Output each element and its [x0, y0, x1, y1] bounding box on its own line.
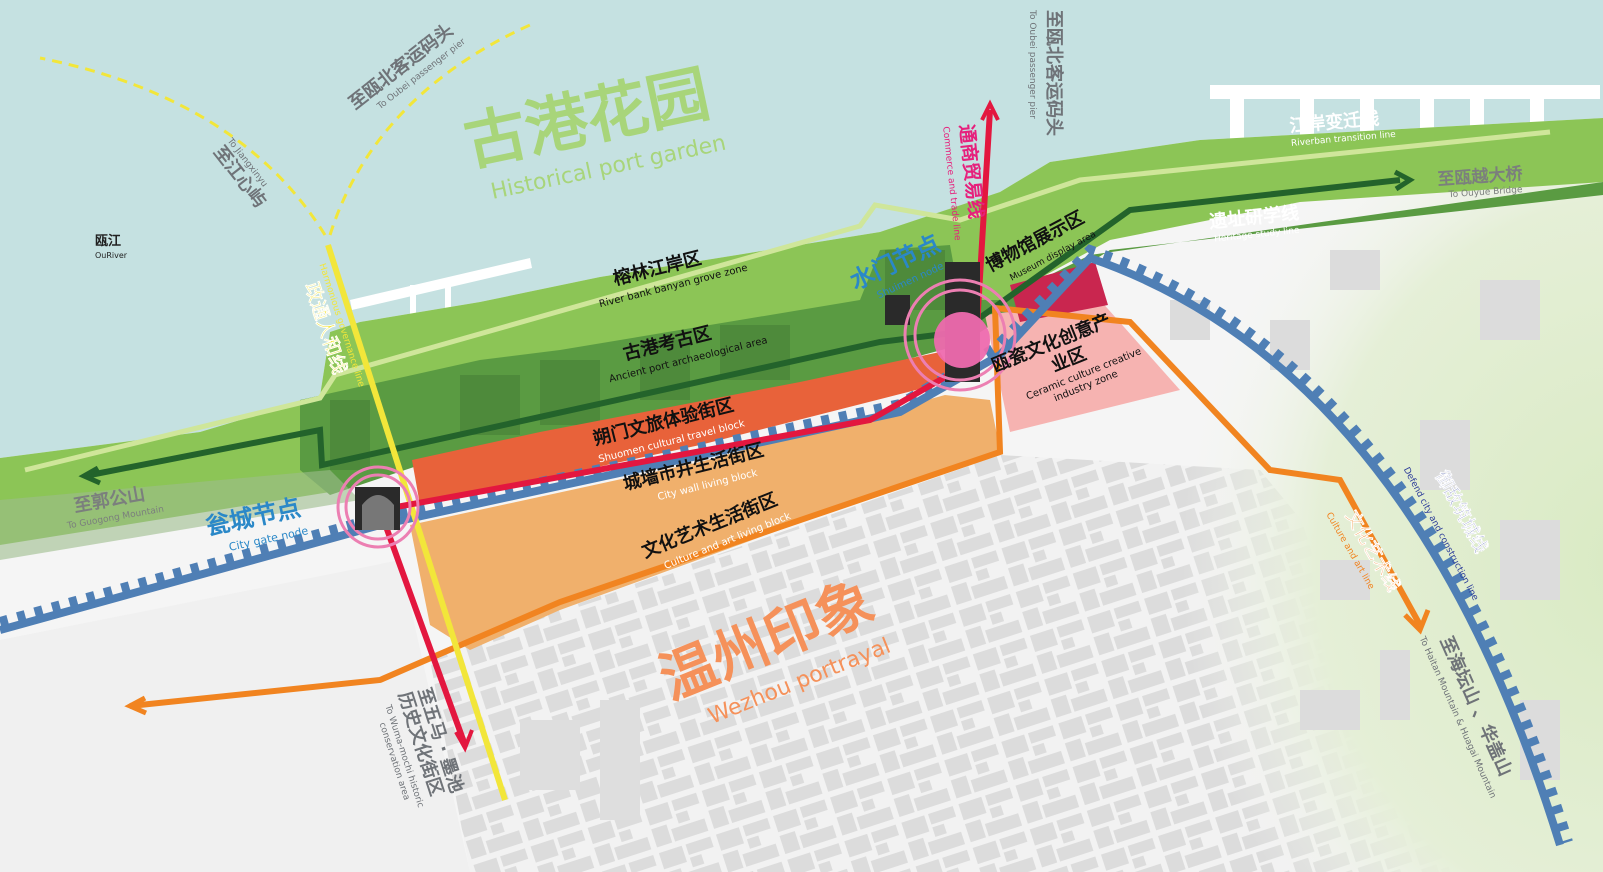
- green-fade-west: [0, 470, 360, 560]
- arrow-head-icon: [980, 99, 1000, 121]
- map-label-text: 瓯江: [95, 233, 121, 249]
- arrow-head-icon: [454, 729, 474, 753]
- map-label-text: 至瓯北客运码头: [1043, 10, 1065, 136]
- river-label: 瓯江 OuRiver: [95, 233, 128, 260]
- arrow-head-icon: [78, 465, 102, 486]
- dest-ouyue-bridge: 至瓯越大桥 To Ouyue Bridge: [1437, 163, 1524, 200]
- arrow-head-icon: [1403, 609, 1431, 635]
- culture-living-block-area: [410, 395, 1000, 650]
- piers: [350, 85, 1600, 325]
- city-gate-node-marker[interactable]: [336, 465, 420, 549]
- defend-city-line: [0, 244, 1573, 847]
- oubei-pier-route: [328, 23, 531, 236]
- map-label-text: OuRiver: [95, 251, 128, 260]
- heritage-study-line: [84, 177, 1401, 479]
- shuimen-node-marker[interactable]: [885, 262, 1017, 392]
- riverbank-transition-line: [24, 129, 1551, 473]
- arrow-head-icon: [1393, 169, 1415, 192]
- harmonious-governance-line: [325, 244, 508, 801]
- west-building: [520, 720, 580, 790]
- east-buildings: [1170, 250, 1560, 780]
- ceramic-zone-area: [985, 300, 1180, 432]
- shuomen-block-area: [412, 352, 955, 505]
- map-label-text: To Oubei passenger pier: [1027, 9, 1037, 119]
- west-blocks: [0, 560, 470, 872]
- jiangxinyu-route: [39, 56, 327, 236]
- west-building: [600, 700, 640, 820]
- arrow-head-icon: [124, 695, 148, 716]
- dest-oubei-pier-east: 至瓯北客运码头 To Oubei passenger pier: [1027, 9, 1065, 136]
